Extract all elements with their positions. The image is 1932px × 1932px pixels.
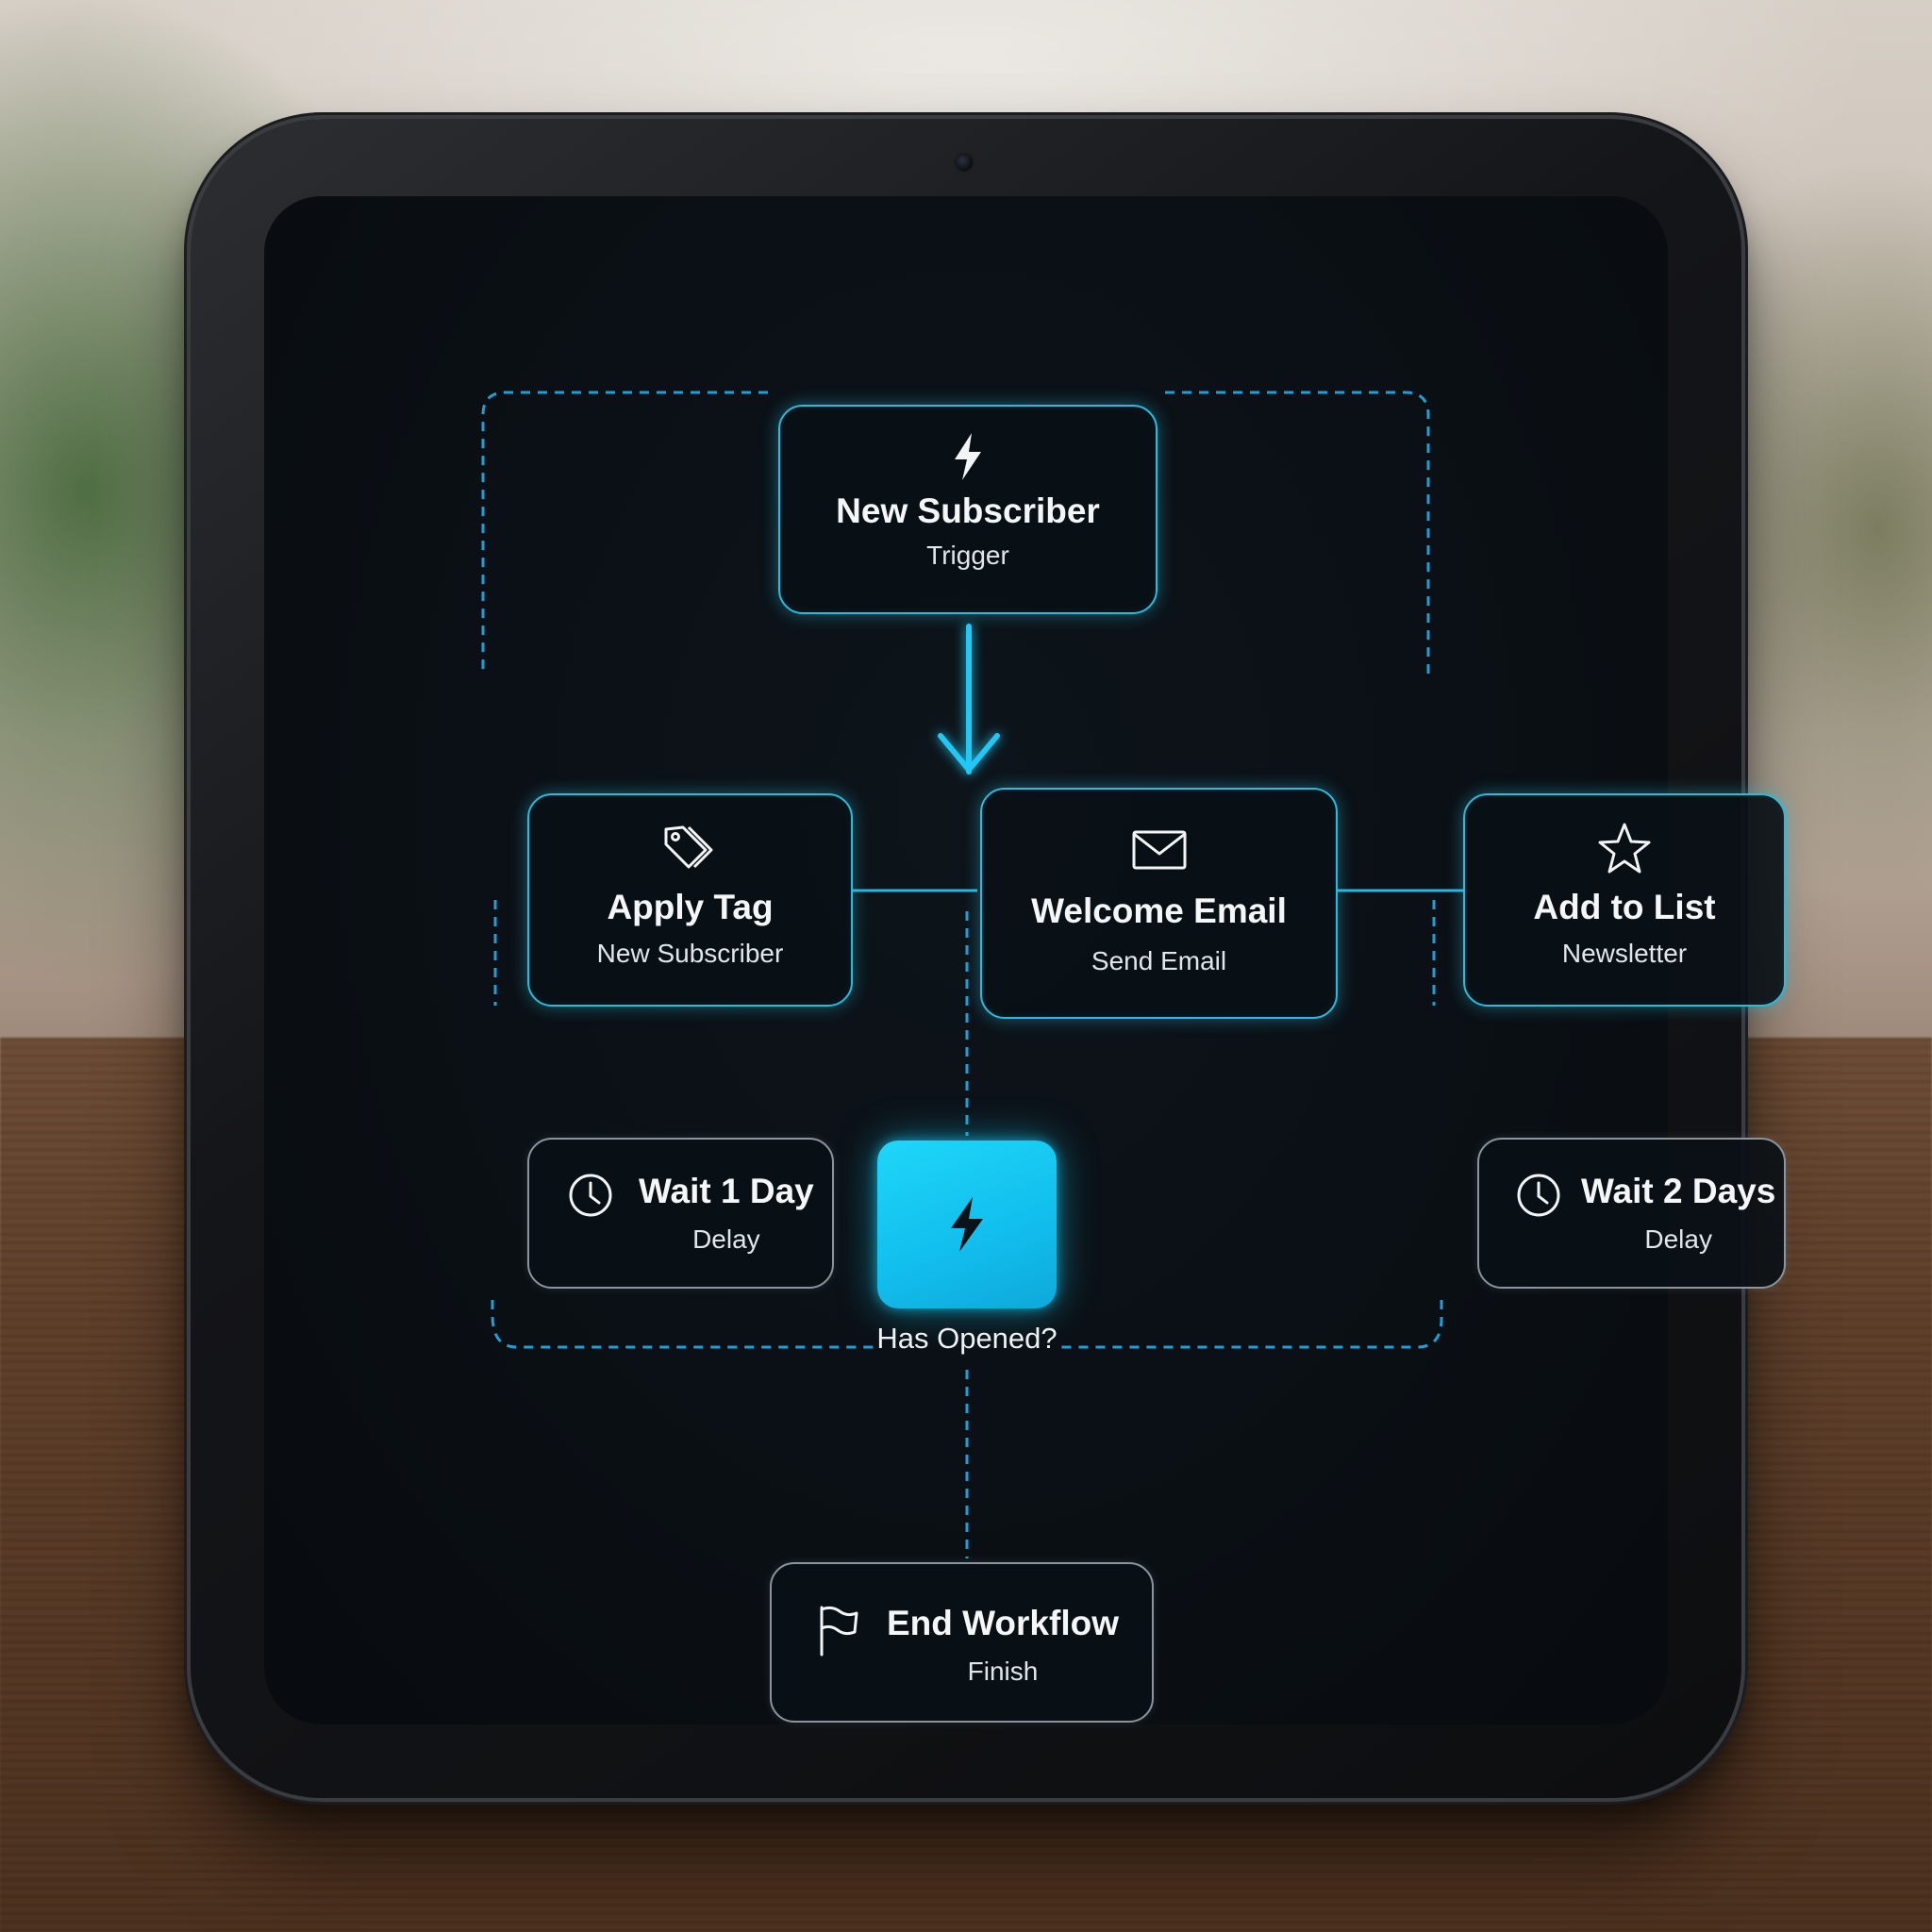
arrow-head bbox=[938, 733, 1000, 773]
connector-wait-1-to-decision bbox=[491, 1300, 875, 1349]
lightning-bolt-icon bbox=[946, 1195, 988, 1254]
star-icon bbox=[1597, 822, 1652, 874]
connector-layer bbox=[481, 391, 1464, 1558]
envelope-icon bbox=[1131, 829, 1188, 871]
node-title: Wait 2 Days bbox=[1581, 1172, 1776, 1210]
decision-label: Has Opened? bbox=[876, 1322, 1058, 1355]
connector-trigger-to-add-to-list bbox=[1165, 391, 1430, 674]
node-title: Wait 1 Day bbox=[639, 1172, 814, 1210]
front-camera bbox=[956, 154, 973, 171]
clock-icon bbox=[567, 1172, 614, 1219]
node-title: New Subscriber bbox=[836, 491, 1100, 530]
node-wait-1-day[interactable]: Wait 1 Day Delay bbox=[527, 1138, 834, 1289]
node-apply-tag[interactable]: Apply Tag New Subscriber bbox=[527, 793, 853, 1007]
node-add-to-list[interactable]: Add to List Newsletter bbox=[1463, 793, 1786, 1007]
decision-node[interactable] bbox=[877, 1141, 1057, 1308]
node-title: Welcome Email bbox=[1031, 891, 1287, 930]
node-wait-2-days[interactable]: Wait 2 Days Delay bbox=[1477, 1138, 1786, 1289]
node-subtitle: Trigger bbox=[926, 541, 1009, 570]
tablet-device: New Subscriber Trigger Apply Tag New bbox=[191, 119, 1786, 1798]
clock-icon bbox=[1515, 1172, 1562, 1219]
connector-trigger-to-apply-tag bbox=[481, 391, 768, 674]
node-subtitle: Send Email bbox=[1091, 946, 1227, 975]
node-subtitle: Finish bbox=[967, 1657, 1039, 1686]
node-subtitle: Newsletter bbox=[1561, 939, 1688, 968]
node-welcome-email[interactable]: Welcome Email Send Email bbox=[980, 788, 1338, 1019]
node-end-workflow[interactable]: End Workflow Finish bbox=[770, 1562, 1154, 1723]
connector-wait-2-to-decision bbox=[1058, 1300, 1443, 1349]
lightning-bolt-icon bbox=[951, 431, 985, 482]
node-subtitle: Delay bbox=[692, 1224, 760, 1254]
node-title: Apply Tag bbox=[607, 888, 774, 926]
flag-icon bbox=[817, 1604, 860, 1657]
node-title: End Workflow bbox=[887, 1604, 1119, 1642]
node-subtitle: Delay bbox=[1644, 1224, 1712, 1254]
tag-icon bbox=[662, 824, 719, 876]
node-subtitle: New Subscriber bbox=[596, 939, 784, 968]
node-title: Add to List bbox=[1533, 888, 1716, 926]
workflow-canvas[interactable]: New Subscriber Trigger Apply Tag New bbox=[264, 196, 1786, 1724]
node-trigger[interactable]: New Subscriber Trigger bbox=[778, 405, 1158, 614]
